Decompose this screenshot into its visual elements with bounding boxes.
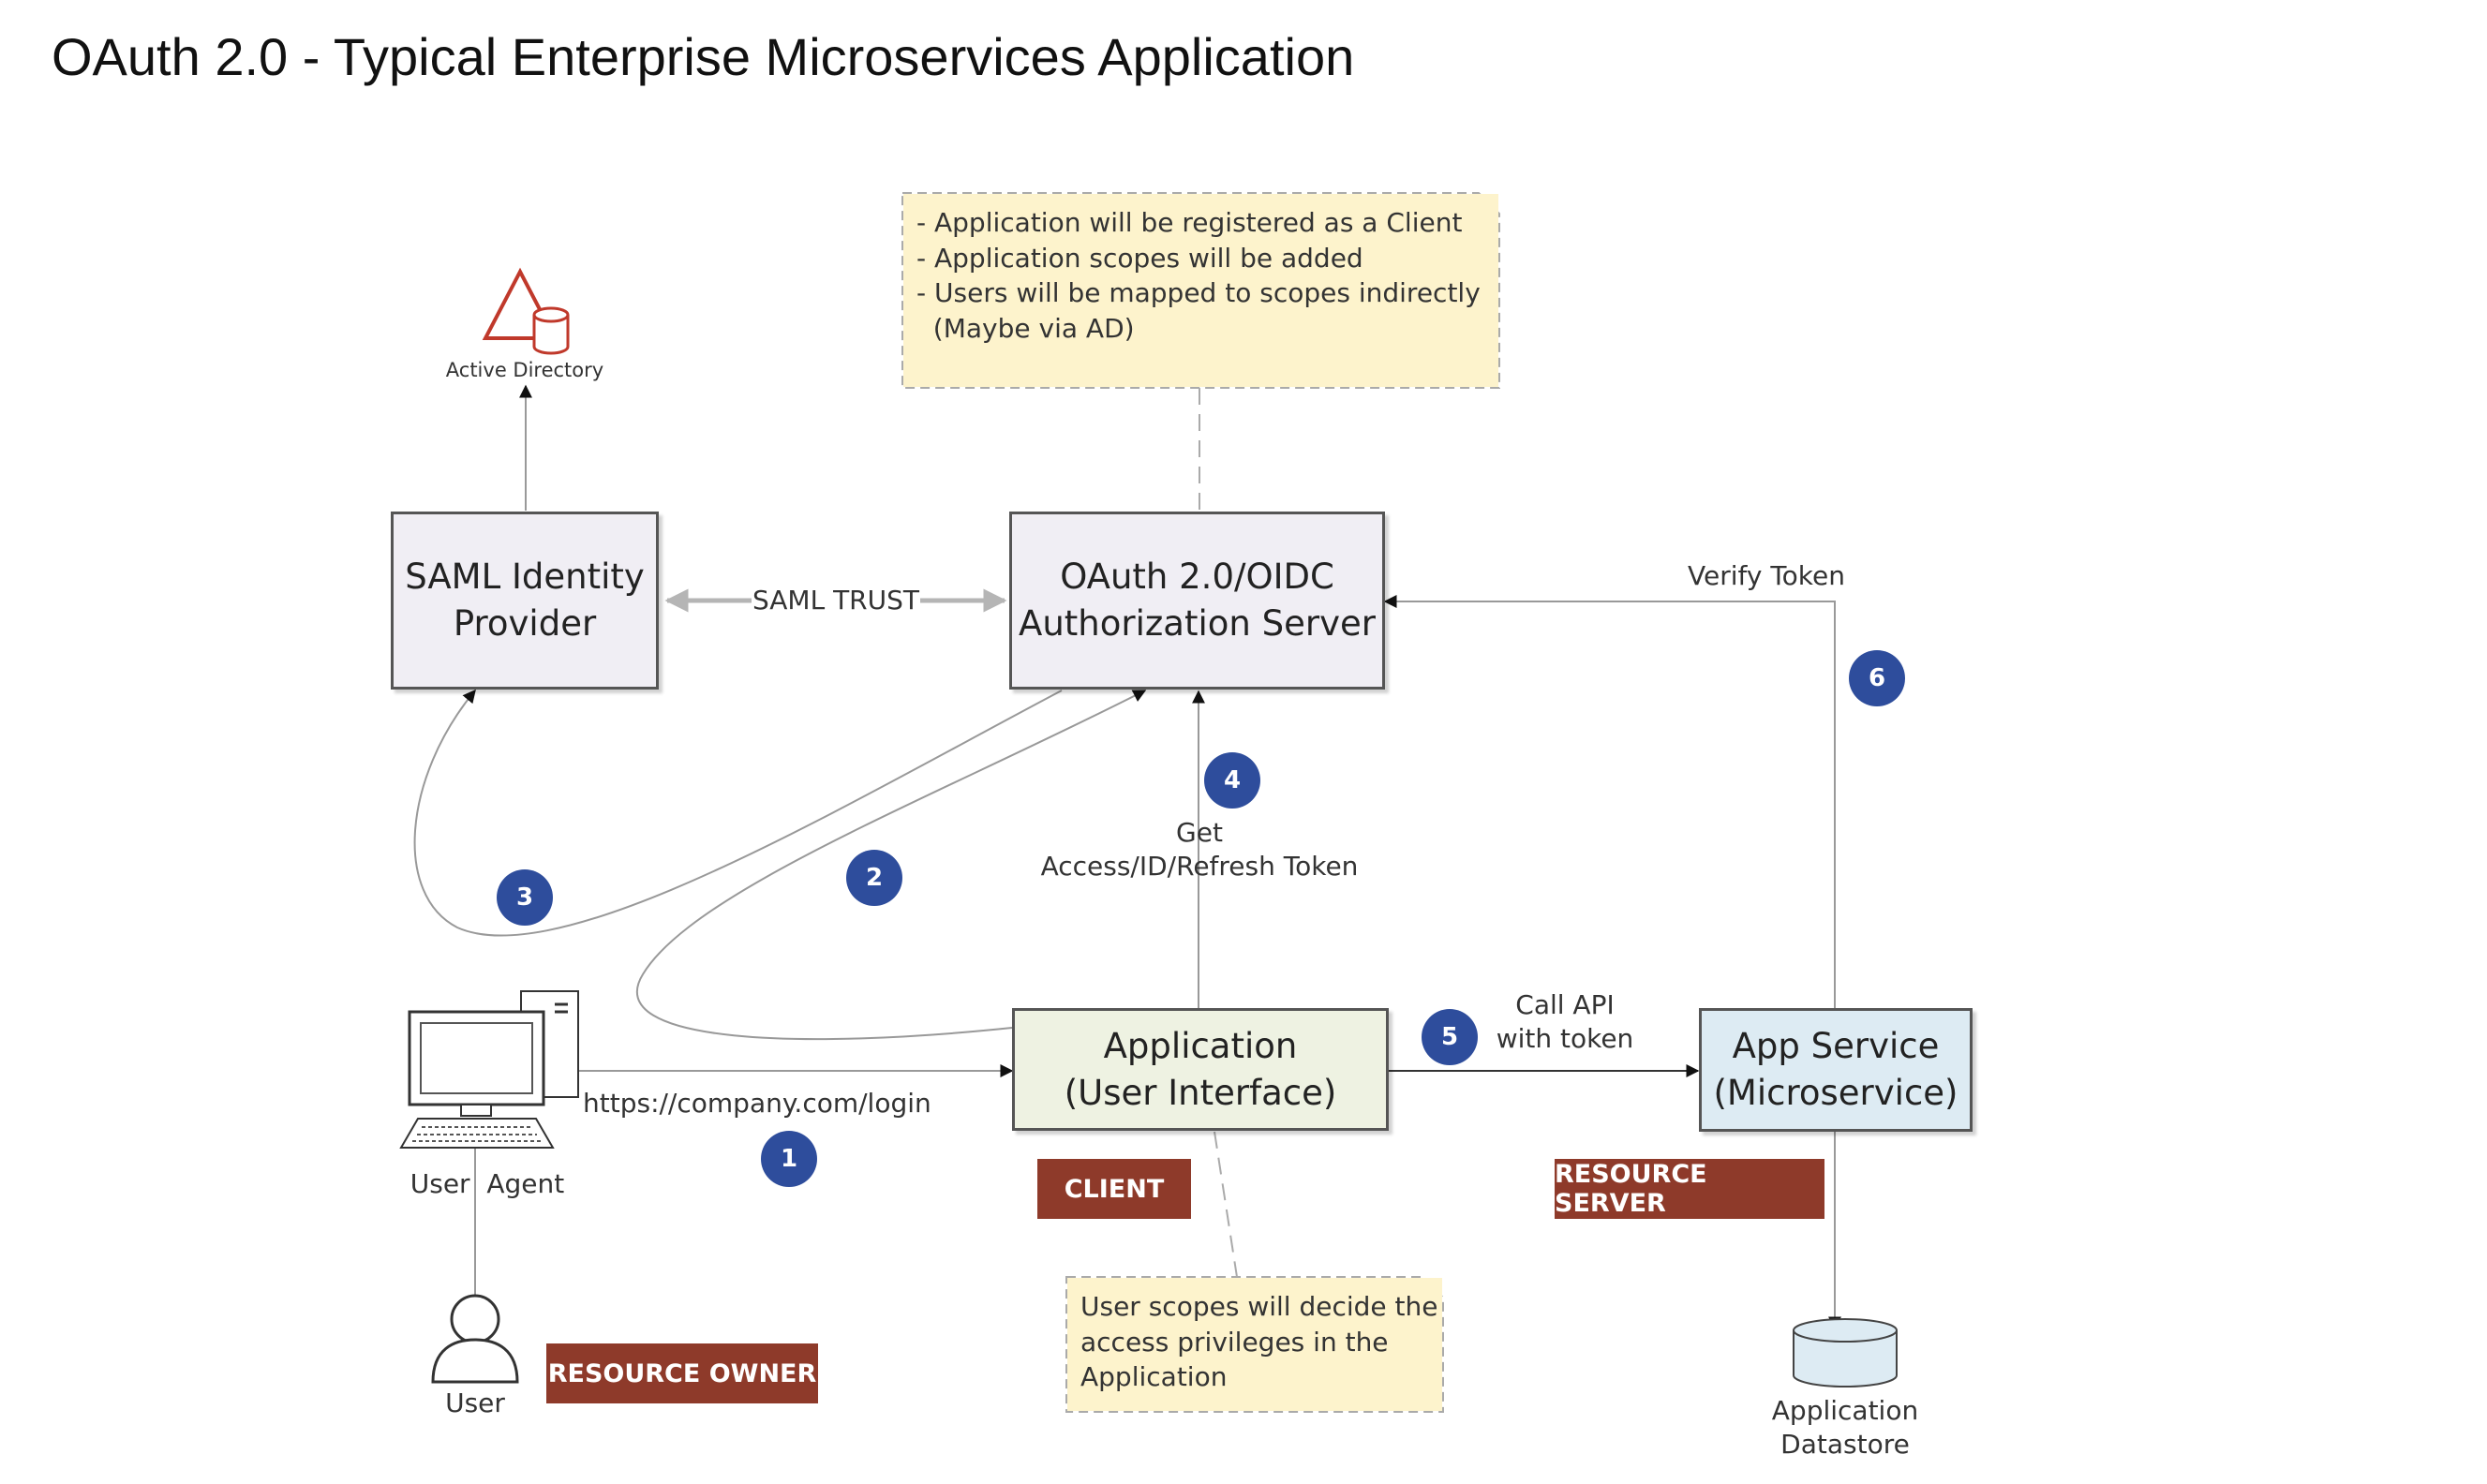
active-directory-label: Active Directory: [445, 359, 604, 381]
saml-idp-line1: SAML Identity: [405, 556, 645, 598]
datastore-line2: Datastore: [1780, 1429, 1910, 1461]
get-token-label: Get Access/ID/Refresh Token: [1021, 816, 1378, 884]
user-agent-label: User Agent: [410, 1168, 565, 1199]
application-box[interactable]: Application (User Interface): [1012, 1008, 1389, 1131]
step-badge-6: 6: [1849, 650, 1905, 706]
verify-token-label: Verify Token: [1688, 560, 1845, 591]
role-tag-client: CLIENT: [1037, 1159, 1191, 1219]
datastore-label: Application Datastore: [1751, 1394, 1939, 1462]
app-service-box[interactable]: App Service (Microservice): [1699, 1008, 1973, 1132]
note-user-scopes: User scopes will decide the access privi…: [1067, 1278, 1442, 1411]
note-line: - Application scopes will be added: [916, 242, 1363, 274]
application-line1: Application: [1103, 1025, 1298, 1066]
app-service-line1: App Service: [1732, 1026, 1940, 1067]
saml-auth-curve-arrow: [413, 689, 1063, 937]
datastore-line1: Application: [1771, 1395, 1919, 1426]
call-api-line1: Call API: [1515, 989, 1615, 1020]
verify-token-arrow: [1383, 595, 1836, 1008]
application-line2: (User Interface): [1064, 1072, 1337, 1113]
authorization-server-box[interactable]: OAuth 2.0/OIDC Authorization Server: [1009, 512, 1385, 690]
note-line: - Application will be registered as a Cl…: [916, 207, 1463, 238]
user-icon: [431, 1294, 519, 1384]
role-tag-resource-server: RESOURCE SERVER: [1555, 1159, 1824, 1219]
auth-server-line1: OAuth 2.0/OIDC: [1060, 556, 1334, 598]
note-client-registration: - Application will be registered as a Cl…: [903, 194, 1498, 387]
saml-idp-line2: Provider: [453, 603, 597, 644]
note-user-scopes-border: [1065, 1276, 1444, 1413]
computer-icon: [399, 990, 579, 1149]
note-client-registration-border: [901, 192, 1500, 389]
auth-server-line2: Authorization Server: [1019, 603, 1376, 644]
note-line: Application: [1080, 1361, 1228, 1393]
page-title: OAuth 2.0 - Typical Enterprise Microserv…: [52, 27, 1355, 86]
saml-identity-provider-box[interactable]: SAML Identity Provider: [391, 512, 659, 690]
step-badge-2: 2: [846, 850, 902, 906]
note-line: (Maybe via AD): [916, 312, 1135, 344]
active-directory-icon: [482, 267, 570, 355]
note-line: User scopes will decide the: [1080, 1291, 1438, 1322]
note-connector-app: [1214, 1131, 1238, 1278]
database-icon: [1793, 1318, 1898, 1388]
saml-trust-label: SAML TRUST: [752, 584, 920, 618]
call-api-label: Call API with token: [1481, 988, 1649, 1057]
step-badge-4: 4: [1204, 752, 1260, 809]
login-url-label[interactable]: https://company.com/login: [583, 1088, 931, 1119]
step-badge-5: 5: [1422, 1009, 1478, 1065]
step-badge-1: 1: [761, 1131, 817, 1187]
redirect-curve-arrow: [635, 690, 1147, 1041]
get-token-line2: Access/ID/Refresh Token: [1040, 851, 1359, 883]
note-line: - Users will be mapped to scopes indirec…: [916, 277, 1481, 309]
note-line: access privileges in the: [1080, 1326, 1389, 1358]
role-tag-resource-owner: RESOURCE OWNER: [546, 1343, 818, 1403]
step-badge-3: 3: [497, 869, 553, 926]
user-label: User: [445, 1388, 505, 1418]
get-token-line1: Get: [1176, 817, 1223, 848]
app-service-line2: (Microservice): [1713, 1073, 1958, 1113]
call-api-line2: with token: [1496, 1023, 1634, 1055]
